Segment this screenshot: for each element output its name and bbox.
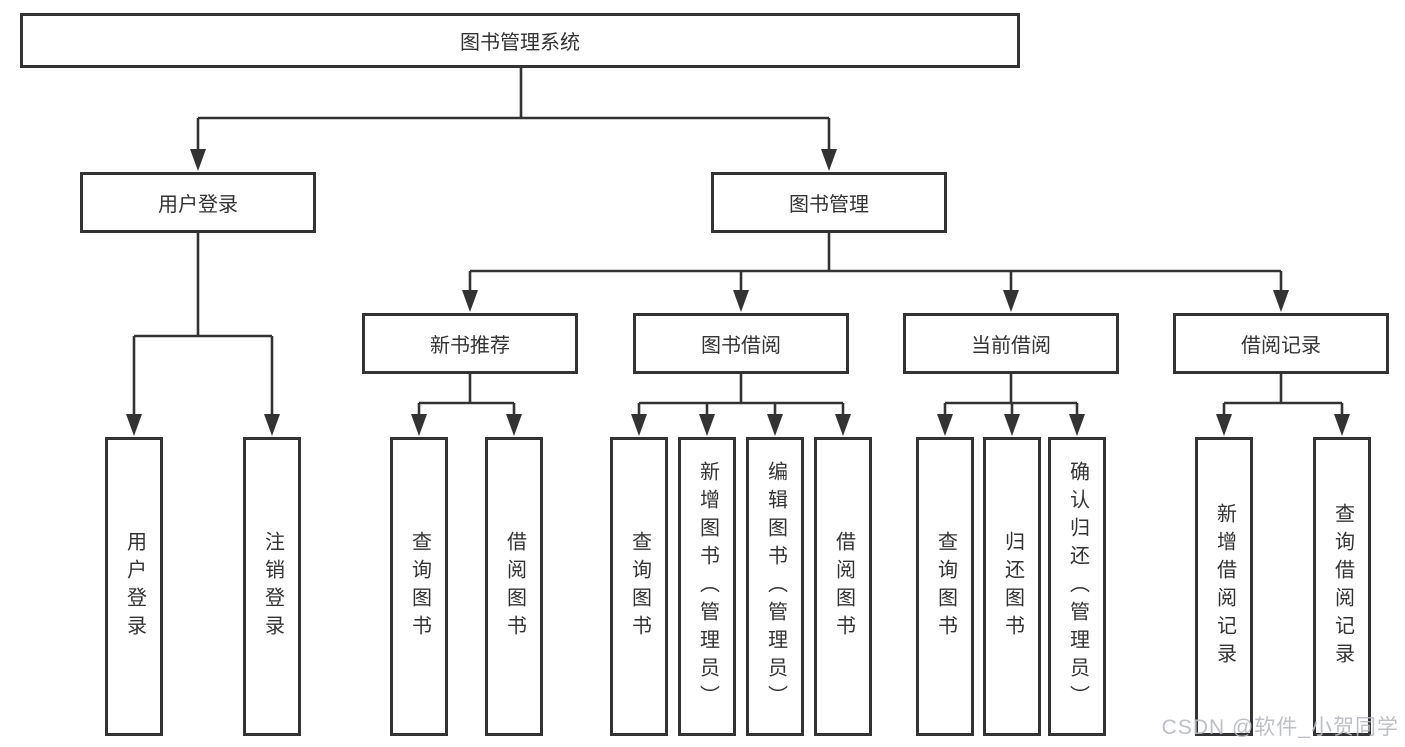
node-borrow-record: 借阅记录 bbox=[1173, 313, 1389, 374]
leaf-return-book: 归还图书 bbox=[983, 437, 1041, 736]
node-borrow-record-label: 借阅记录 bbox=[1241, 335, 1321, 357]
leaf-add-borrow-record-label: 新增借阅记录 bbox=[1213, 502, 1236, 671]
node-root-label: 图书管理系统 bbox=[460, 32, 580, 54]
node-book-manage-label: 图书管理 bbox=[789, 194, 869, 216]
leaf-logout-label: 注销登录 bbox=[261, 530, 284, 643]
node-new-book-recommend: 新书推荐 bbox=[362, 313, 578, 374]
leaf-recommend-borrow-book-label: 借阅图书 bbox=[503, 530, 526, 643]
node-current-borrow: 当前借阅 bbox=[903, 313, 1119, 374]
node-user-login: 用户登录 bbox=[80, 172, 316, 233]
node-root: 图书管理系统 bbox=[20, 13, 1020, 68]
leaf-current-query-book-label: 查询图书 bbox=[934, 530, 957, 643]
leaf-borrow-query-book: 查询图书 bbox=[610, 437, 668, 736]
leaf-query-borrow-record-label: 查询借阅记录 bbox=[1331, 502, 1354, 671]
leaf-confirm-return-admin: 确认归还（管理员） bbox=[1048, 437, 1106, 736]
leaf-recommend-borrow-book: 借阅图书 bbox=[485, 437, 543, 736]
leaf-add-book-admin-label: 新增图书（管理员） bbox=[696, 460, 719, 713]
leaf-recommend-query-book-label: 查询图书 bbox=[408, 530, 431, 643]
leaf-borrow-book: 借阅图书 bbox=[814, 437, 872, 736]
leaf-user-login: 用户登录 bbox=[105, 437, 163, 736]
leaf-edit-book-admin-label: 编辑图书（管理员） bbox=[764, 460, 787, 713]
leaf-logout: 注销登录 bbox=[243, 437, 301, 736]
leaf-add-borrow-record: 新增借阅记录 bbox=[1195, 437, 1253, 736]
leaf-query-borrow-record: 查询借阅记录 bbox=[1313, 437, 1371, 736]
node-current-borrow-label: 当前借阅 bbox=[971, 335, 1051, 357]
node-book-borrow: 图书借阅 bbox=[633, 313, 849, 374]
arrowhead-icons bbox=[126, 149, 1350, 436]
leaf-recommend-query-book: 查询图书 bbox=[390, 437, 448, 736]
leaf-user-login-label: 用户登录 bbox=[123, 530, 146, 643]
node-new-book-recommend-label: 新书推荐 bbox=[430, 335, 510, 357]
leaf-current-query-book: 查询图书 bbox=[916, 437, 974, 736]
node-book-borrow-label: 图书借阅 bbox=[701, 335, 781, 357]
leaf-return-book-label: 归还图书 bbox=[1001, 530, 1024, 643]
node-user-login-label: 用户登录 bbox=[158, 194, 238, 216]
node-book-manage: 图书管理 bbox=[711, 172, 947, 233]
leaf-add-book-admin: 新增图书（管理员） bbox=[678, 437, 736, 736]
leaf-borrow-query-book-label: 查询图书 bbox=[628, 530, 651, 643]
leaf-confirm-return-admin-label: 确认归还（管理员） bbox=[1066, 460, 1089, 713]
leaf-edit-book-admin: 编辑图书（管理员） bbox=[746, 437, 804, 736]
leaf-borrow-book-label: 借阅图书 bbox=[832, 530, 855, 643]
